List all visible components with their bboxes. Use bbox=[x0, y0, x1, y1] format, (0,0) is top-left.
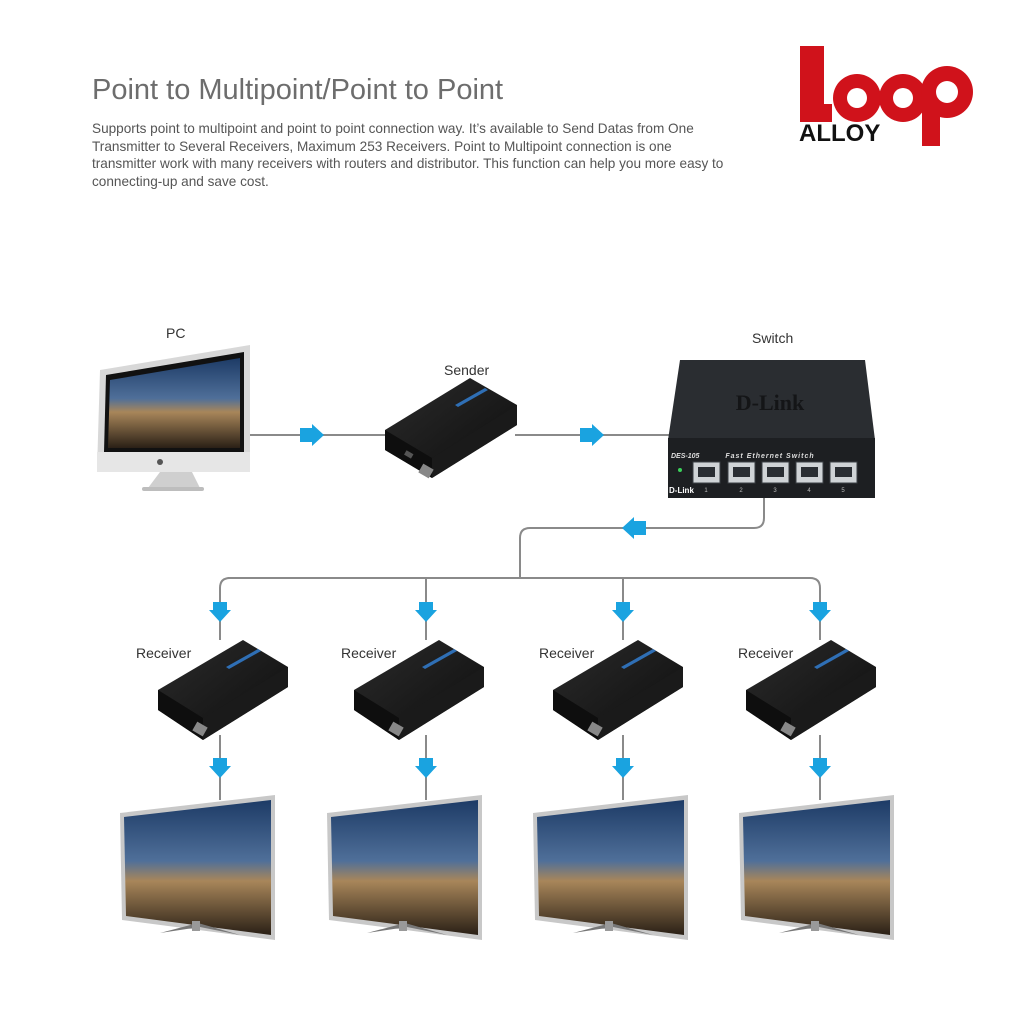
receiver-device-icon-2 bbox=[354, 640, 484, 740]
switch-subtitle: Fast Ethernet Switch bbox=[725, 453, 814, 460]
switch-label: Switch bbox=[752, 330, 794, 346]
page-description: Supports point to multipoint and point t… bbox=[92, 121, 724, 189]
arrow-to-receiver-1 bbox=[209, 602, 231, 622]
arrow-to-tv-2 bbox=[415, 758, 437, 778]
port-label-3: 3 bbox=[773, 488, 777, 494]
receiver-device-icon-4 bbox=[746, 640, 876, 740]
arrow-pc-sender bbox=[300, 424, 324, 446]
page-title: Point to Multipoint/Point to Point bbox=[92, 74, 504, 106]
tv-icon-4 bbox=[739, 795, 894, 940]
logo-sub-text: ALLOY bbox=[799, 120, 880, 147]
sender-device-icon bbox=[385, 378, 517, 479]
switch-brand-embossed: D-Link bbox=[736, 390, 805, 415]
sender-label: Sender bbox=[444, 362, 490, 378]
tv-icon-2 bbox=[327, 795, 482, 940]
switch-model: DES-105 bbox=[671, 453, 700, 460]
receiver-label-3: Receiver bbox=[539, 645, 595, 661]
arrow-to-receiver-4 bbox=[809, 602, 831, 622]
port-label-1: 1 bbox=[704, 488, 708, 494]
port-label-5: 5 bbox=[841, 488, 845, 494]
pc-label: PC bbox=[166, 325, 186, 341]
flow-arrows bbox=[209, 424, 831, 778]
arrow-switch-down bbox=[622, 517, 646, 539]
receiver-label-2: Receiver bbox=[341, 645, 397, 661]
arrow-to-tv-4 bbox=[809, 758, 831, 778]
arrow-to-receiver-3 bbox=[612, 602, 634, 622]
arrow-sender-switch bbox=[580, 424, 604, 446]
switch-device-icon: D-Link Fast Ethernet Switch DES-105 D-Li… bbox=[668, 360, 875, 498]
tv-icon-3 bbox=[533, 795, 688, 940]
receiver-label-1: Receiver bbox=[136, 645, 192, 661]
pc-monitor-icon bbox=[97, 345, 250, 491]
receiver-device-icon-3 bbox=[553, 640, 683, 740]
receiver-device-icon-1 bbox=[158, 640, 288, 740]
arrow-to-tv-1 bbox=[209, 758, 231, 778]
switch-brand-front: D-Link bbox=[669, 486, 694, 495]
port-label-2: 2 bbox=[739, 488, 743, 494]
loop-alloy-logo: ALLOY bbox=[799, 46, 973, 147]
tv-icon-1 bbox=[120, 795, 275, 940]
arrow-to-tv-3 bbox=[612, 758, 634, 778]
arrow-to-receiver-2 bbox=[415, 602, 437, 622]
receiver-label-4: Receiver bbox=[738, 645, 794, 661]
port-label-4: 4 bbox=[807, 488, 811, 494]
